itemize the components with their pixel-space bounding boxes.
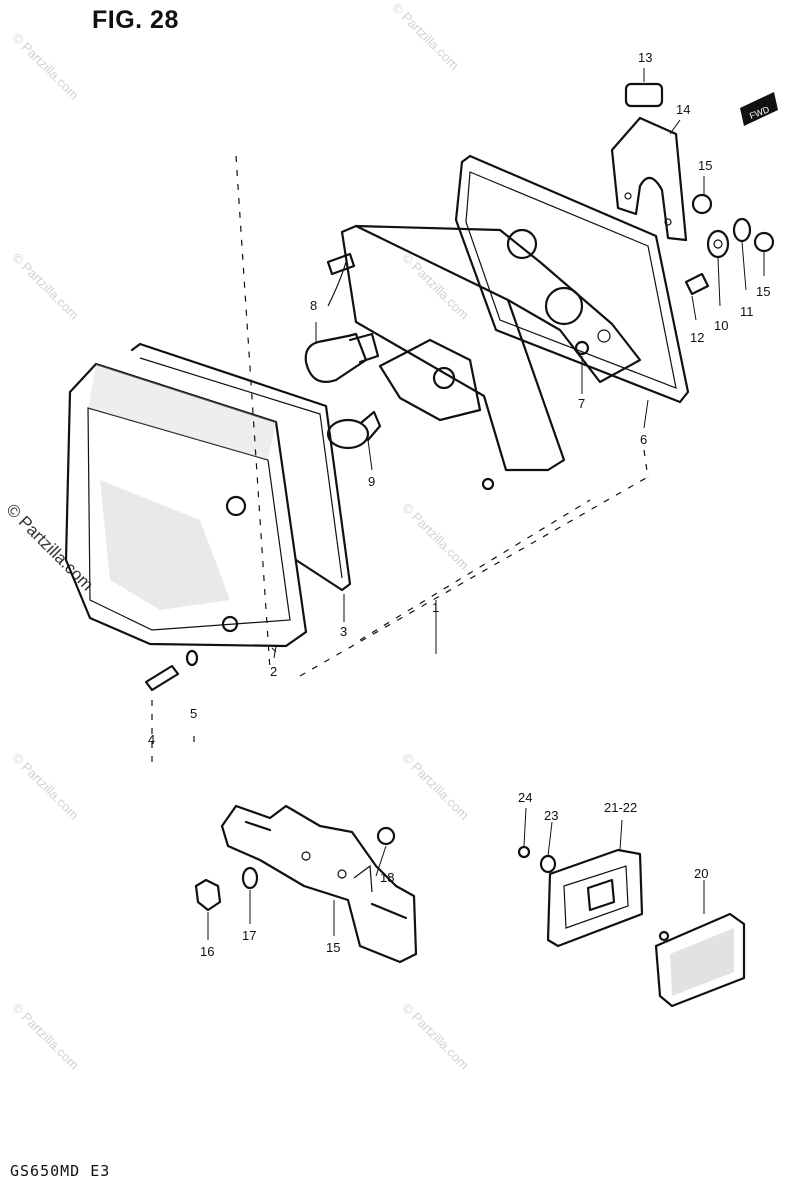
part-20-reflector [654, 912, 746, 1008]
part-14-bracket [610, 116, 688, 242]
part-5-washer [185, 649, 199, 667]
part-11-washer [732, 217, 752, 243]
callout-1: 1 [432, 600, 439, 615]
callout-12: 12 [690, 330, 704, 345]
callout-18: 17 [242, 928, 256, 943]
callout-6: 6 [640, 432, 647, 447]
part-12-collar [684, 272, 710, 296]
callout-10: 10 [714, 318, 728, 333]
part-9-bulb [326, 418, 370, 450]
part-2-lens [64, 362, 308, 648]
part-24-nut [517, 845, 531, 859]
callout-11: 11 [740, 304, 754, 319]
callout-16: 15 [326, 940, 340, 955]
callout-17: 16 [200, 944, 214, 959]
callout-19: 18 [380, 870, 394, 885]
part-16-bracket [220, 804, 418, 964]
part-8-bulb [304, 332, 368, 383]
part-21-22-reflector-case [546, 848, 644, 948]
part-15-nut [691, 193, 713, 215]
callout-15: 15 [698, 158, 712, 173]
callout-9: 9 [368, 474, 375, 489]
part-17-bolt [194, 878, 222, 912]
callout-2: 2 [270, 664, 277, 679]
callout-23: 23 [544, 808, 558, 823]
part-19-nut [376, 826, 396, 846]
forward-arrow-icon: FWD [740, 92, 778, 126]
callout-5: 5 [190, 706, 197, 721]
callout-8: 8 [310, 298, 317, 313]
part-housing [340, 224, 566, 472]
part-15-nut [753, 231, 775, 253]
part-6-gasket [454, 154, 690, 404]
callout-4: 4 [148, 732, 155, 747]
part-7-washer [574, 340, 590, 356]
callout-15: 15 [756, 284, 770, 299]
callout-14: 14 [676, 102, 690, 117]
part-4-screw [144, 664, 180, 692]
callout-20: 20 [694, 866, 708, 881]
callout-24: 24 [518, 790, 532, 805]
part-18-washer [241, 866, 259, 890]
part-13-cushion [624, 82, 664, 108]
part-10-washer [706, 229, 730, 259]
callout-7: 7 [578, 396, 585, 411]
callout-21-22: 21-22 [604, 800, 637, 815]
callout-3: 3 [340, 624, 347, 639]
figure-title: FIG. 28 [92, 6, 179, 34]
bulb-socket-plate [378, 338, 482, 422]
model-code: GS650MD E3 [10, 1162, 111, 1180]
part-3-gasket [130, 342, 352, 592]
part-23-washer [539, 854, 557, 874]
callout-13: 13 [638, 50, 652, 65]
